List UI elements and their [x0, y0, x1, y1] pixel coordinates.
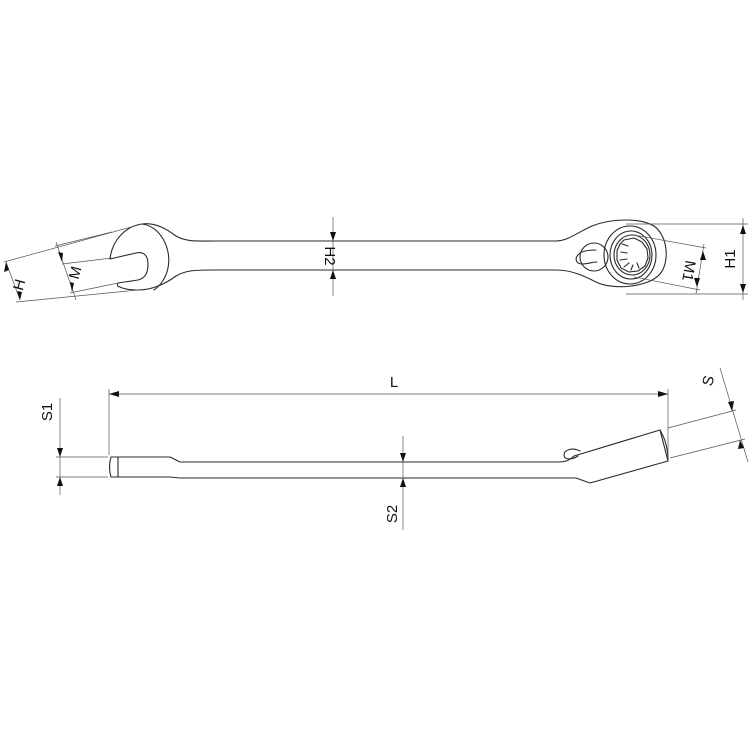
label-H: H	[10, 277, 29, 292]
label-H2: H2	[321, 246, 338, 265]
label-S1: S1	[39, 403, 56, 421]
label-S: S	[699, 374, 718, 388]
label-M1: M1	[678, 259, 698, 282]
ring-end-face-curve	[659, 429, 669, 462]
reverse-lever-icon	[575, 242, 609, 272]
dimension-S: S	[667, 367, 749, 463]
label-H1: H1	[722, 249, 739, 268]
dimension-M: M	[54, 231, 119, 301]
top-view: H M H2 M1	[3, 217, 748, 303]
label-M: M	[66, 265, 86, 281]
dimension-H: H	[3, 223, 143, 303]
ring-head-bore	[613, 234, 651, 276]
wrench-top-outline	[109, 219, 667, 291]
wrench-side-outline	[108, 429, 669, 484]
ring-head-outer	[603, 225, 657, 285]
dimension-S2: S2	[384, 436, 406, 530]
side-view: L S1 S2 S	[39, 367, 749, 530]
dimension-L: L	[108, 374, 669, 458]
label-S2: S2	[384, 505, 401, 523]
side-lever-loop	[563, 448, 581, 460]
dimension-S1: S1	[39, 398, 108, 495]
dimension-M1: M1	[633, 234, 707, 295]
open-jaw-outline	[109, 252, 149, 288]
ring-head-inner-ring	[609, 230, 653, 280]
label-L: L	[390, 374, 398, 391]
twelve-point-socket-icon	[616, 237, 649, 273]
dimension-H2: H2	[321, 217, 338, 296]
dimension-H1: H1	[626, 218, 748, 300]
jaw-bulge-line	[141, 223, 170, 291]
